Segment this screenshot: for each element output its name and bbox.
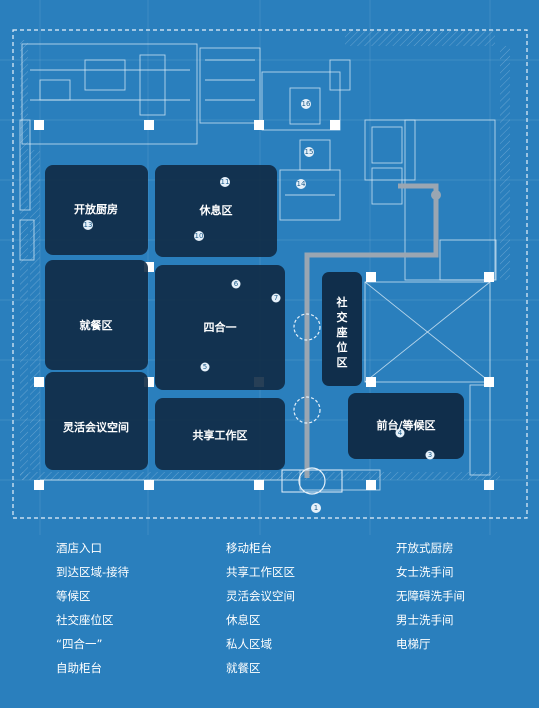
marker-1: 1 <box>314 504 318 512</box>
marker-13: 13 <box>84 221 93 229</box>
zone-label-dining: 就餐区 <box>80 318 113 332</box>
legend-item: 私人区域 <box>226 637 272 651</box>
zone-label-coworking: 共享工作区 <box>193 428 248 442</box>
marker-14: 14 <box>297 180 306 188</box>
zone-flexible-meeting: 灵活会议空间 <box>45 372 148 470</box>
marker-16: 16 <box>302 100 311 108</box>
legend-item: 就餐区 <box>226 661 261 675</box>
marker-7: 7 <box>274 294 278 302</box>
legend-item: 开放式厨房 <box>396 541 454 555</box>
zone-label-social-seating-3: 座 <box>336 325 348 339</box>
legend-item: 社交座位区 <box>56 613 114 627</box>
zone-label-social-seating-2: 交 <box>337 310 348 324</box>
legend-item: 到达区域-接待 <box>56 565 130 579</box>
legend-item: 共享工作区区 <box>226 565 295 579</box>
zone-dining: 就餐区 <box>45 260 148 370</box>
legend-column-2: 移动柜台 共享工作区区 灵活会议空间 休息区 私人区域 就餐区 <box>226 541 295 685</box>
legend-item: 女士洗手间 <box>396 565 454 579</box>
floor-plan: 开放厨房 休息区 就餐区 四合一 灵活会议空间 共享工作区 社 交 座 位 区 … <box>0 0 539 535</box>
zone-label-social-seating-5: 区 <box>337 356 348 369</box>
marker-4: 4 <box>398 429 403 437</box>
legend-item: 自助柜台 <box>56 661 102 675</box>
zone-label-four-in-one: 四合一 <box>204 320 237 334</box>
zone-coworking: 共享工作区 <box>155 398 285 470</box>
legend-item: 等候区 <box>56 589 91 603</box>
legend-column-1: 酒店入口 到达区域-接待 等候区 社交座位区 “四合一” 自助柜台 <box>56 541 129 685</box>
legend-item: 男士洗手间 <box>396 613 454 627</box>
site-boundary <box>12 29 528 519</box>
entrance-door <box>281 467 343 495</box>
legend-item: 灵活会议空间 <box>226 589 295 603</box>
walkway <box>293 183 441 478</box>
zone-front-desk: 前台/等候区 <box>348 393 464 459</box>
marker-3: 3 <box>428 451 432 459</box>
marker-6: 6 <box>234 280 239 288</box>
legend-column-3: 开放式厨房 女士洗手间 无障碍洗手间 男士洗手间 电梯厅 <box>396 541 465 661</box>
legend-item: 电梯厅 <box>396 637 431 651</box>
marker-5: 5 <box>203 363 207 371</box>
legend-item: 休息区 <box>226 613 261 627</box>
zone-label-social-seating-4: 位 <box>337 340 348 354</box>
legend-item: “四合一” <box>56 637 103 651</box>
legend: 酒店入口 到达区域-接待 等候区 社交座位区 “四合一” 自助柜台 移动柜台 共… <box>0 535 539 708</box>
zone-label-social-seating-1: 社 <box>336 295 348 309</box>
legend-item: 酒店入口 <box>56 541 102 555</box>
marker-15: 15 <box>305 148 314 156</box>
marker-10: 10 <box>195 232 204 240</box>
zone-label-front-desk: 前台/等候区 <box>376 418 435 432</box>
zone-label-flexible-meeting: 灵活会议空间 <box>63 420 129 434</box>
marker-11: 11 <box>221 178 230 186</box>
zone-label-lounge: 休息区 <box>199 203 233 217</box>
zone-label-open-kitchen: 开放厨房 <box>74 202 118 216</box>
zone-four-in-one: 四合一 <box>155 265 285 390</box>
legend-item: 移动柜台 <box>226 541 272 555</box>
number-markers: 1 3 4 5 6 7 10 11 13 14 15 16 <box>83 99 435 513</box>
zone-lounge: 休息区 <box>155 165 277 257</box>
legend-item: 无障碍洗手间 <box>396 589 465 603</box>
zone-social-seating: 社 交 座 位 区 <box>322 272 362 386</box>
zone-open-kitchen: 开放厨房 <box>45 165 148 255</box>
wall-lines <box>19 43 497 491</box>
